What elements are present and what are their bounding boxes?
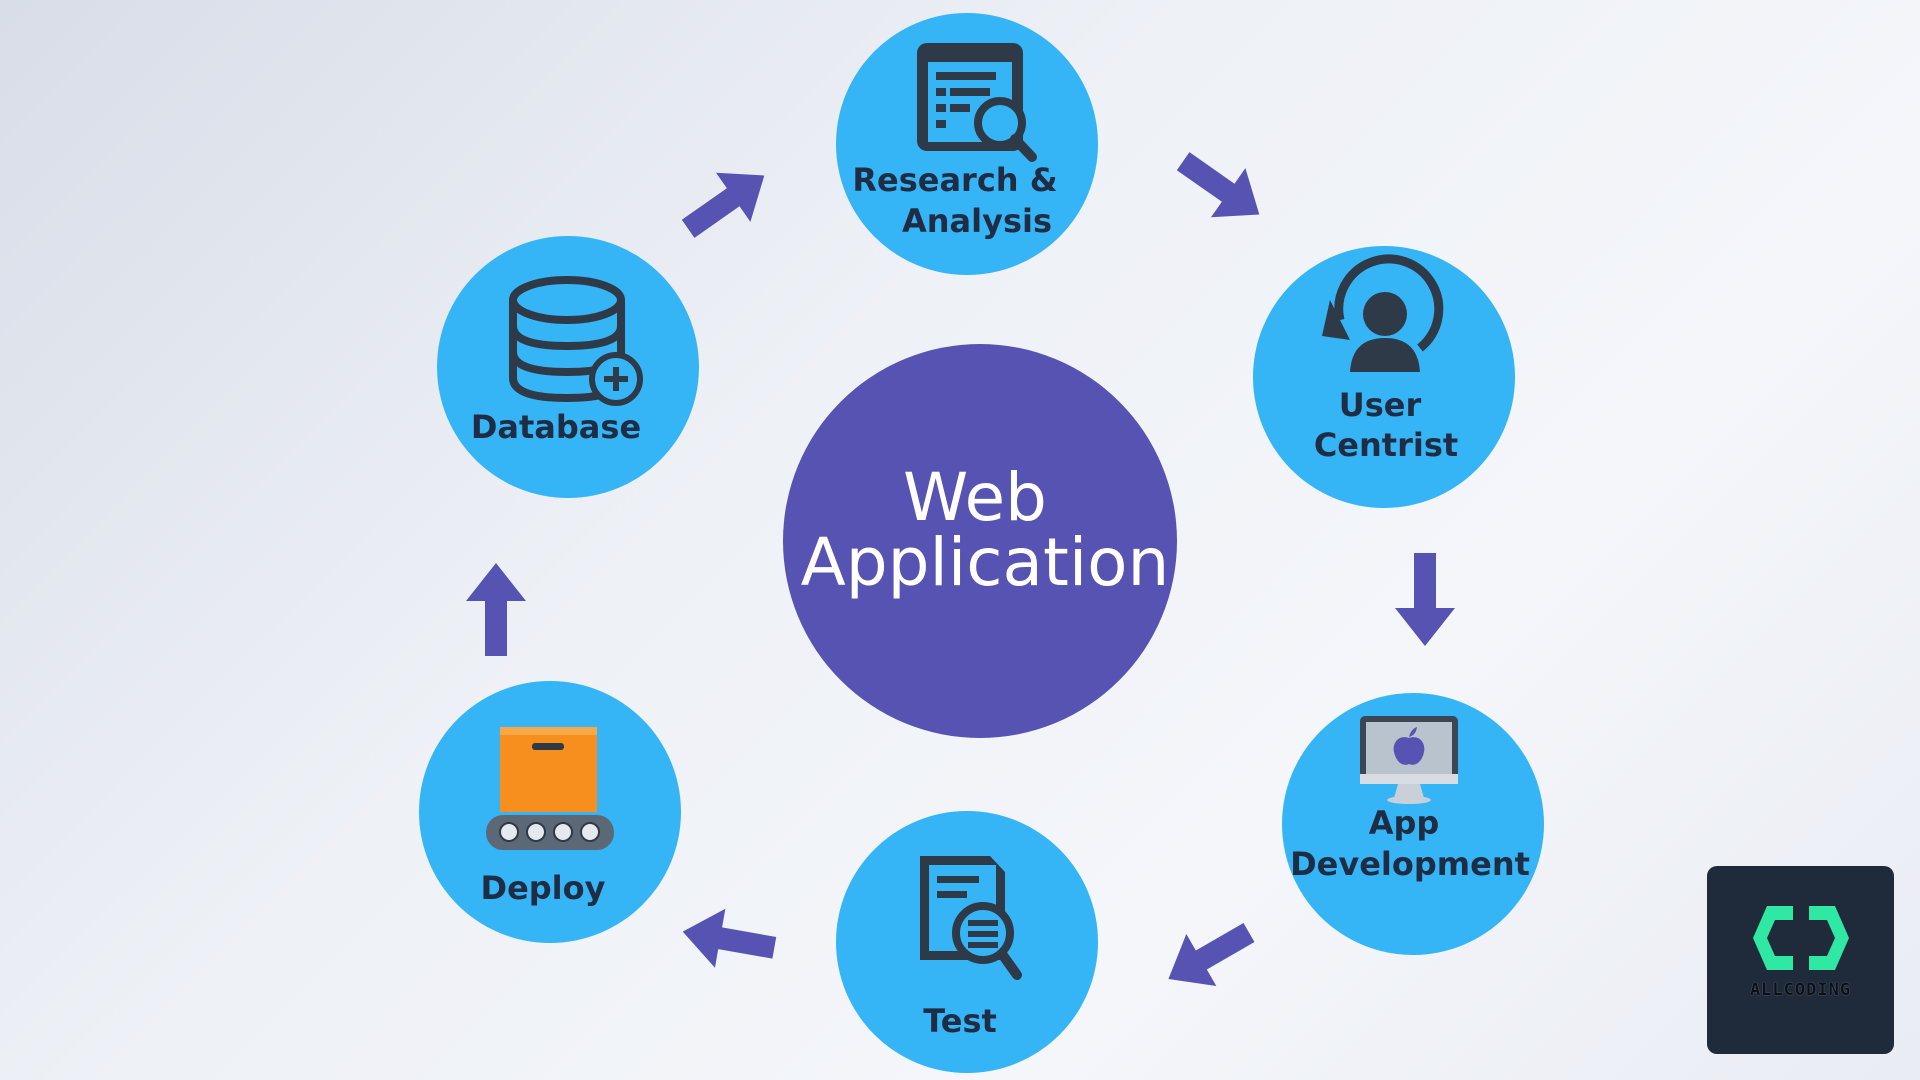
report-search-icon <box>917 43 1037 162</box>
node-app-development: App Development <box>1282 693 1544 955</box>
arrow-deploy-to-database <box>466 563 526 656</box>
arrow-research-to-user <box>1165 136 1277 240</box>
user-label-line2: Centrist <box>1314 426 1458 464</box>
code-brackets-icon <box>1752 906 1849 970</box>
node-user-centrist: User Centrist <box>1253 246 1515 508</box>
center-title-line2: Application <box>801 524 1170 601</box>
node-database: Database <box>437 236 699 498</box>
logo-wordmark: ALLCODING <box>1749 980 1852 1000</box>
deploy-label: Deploy <box>481 869 606 907</box>
box-conveyor-icon <box>486 727 614 850</box>
arrow-database-to-research <box>670 150 782 254</box>
user-label-line1: User <box>1339 386 1422 424</box>
arrow-user-to-app <box>1395 553 1455 646</box>
node-research-analysis: Research & Analysis <box>836 13 1098 275</box>
database-add-icon <box>509 276 643 406</box>
research-label-line1: Research & <box>852 161 1057 199</box>
arrow-test-to-deploy <box>677 902 780 978</box>
center-node: Web Application <box>783 344 1177 738</box>
database-label: Database <box>471 408 641 446</box>
user-refresh-icon <box>1322 254 1444 372</box>
app-label-line1: App <box>1369 804 1440 842</box>
test-label: Test <box>923 1002 997 1040</box>
node-deploy: Deploy <box>419 681 681 943</box>
allcoding-logo: ALLCODING <box>1707 866 1894 1054</box>
app-label-line2: Development <box>1290 845 1530 883</box>
center-title-line1: Web <box>903 459 1047 536</box>
monitor-apple-icon <box>1360 716 1458 804</box>
arrow-app-to-test <box>1153 906 1264 1005</box>
research-label-line2: Analysis <box>902 202 1052 240</box>
document-search-icon <box>920 856 1022 980</box>
node-test: Test <box>836 811 1098 1073</box>
